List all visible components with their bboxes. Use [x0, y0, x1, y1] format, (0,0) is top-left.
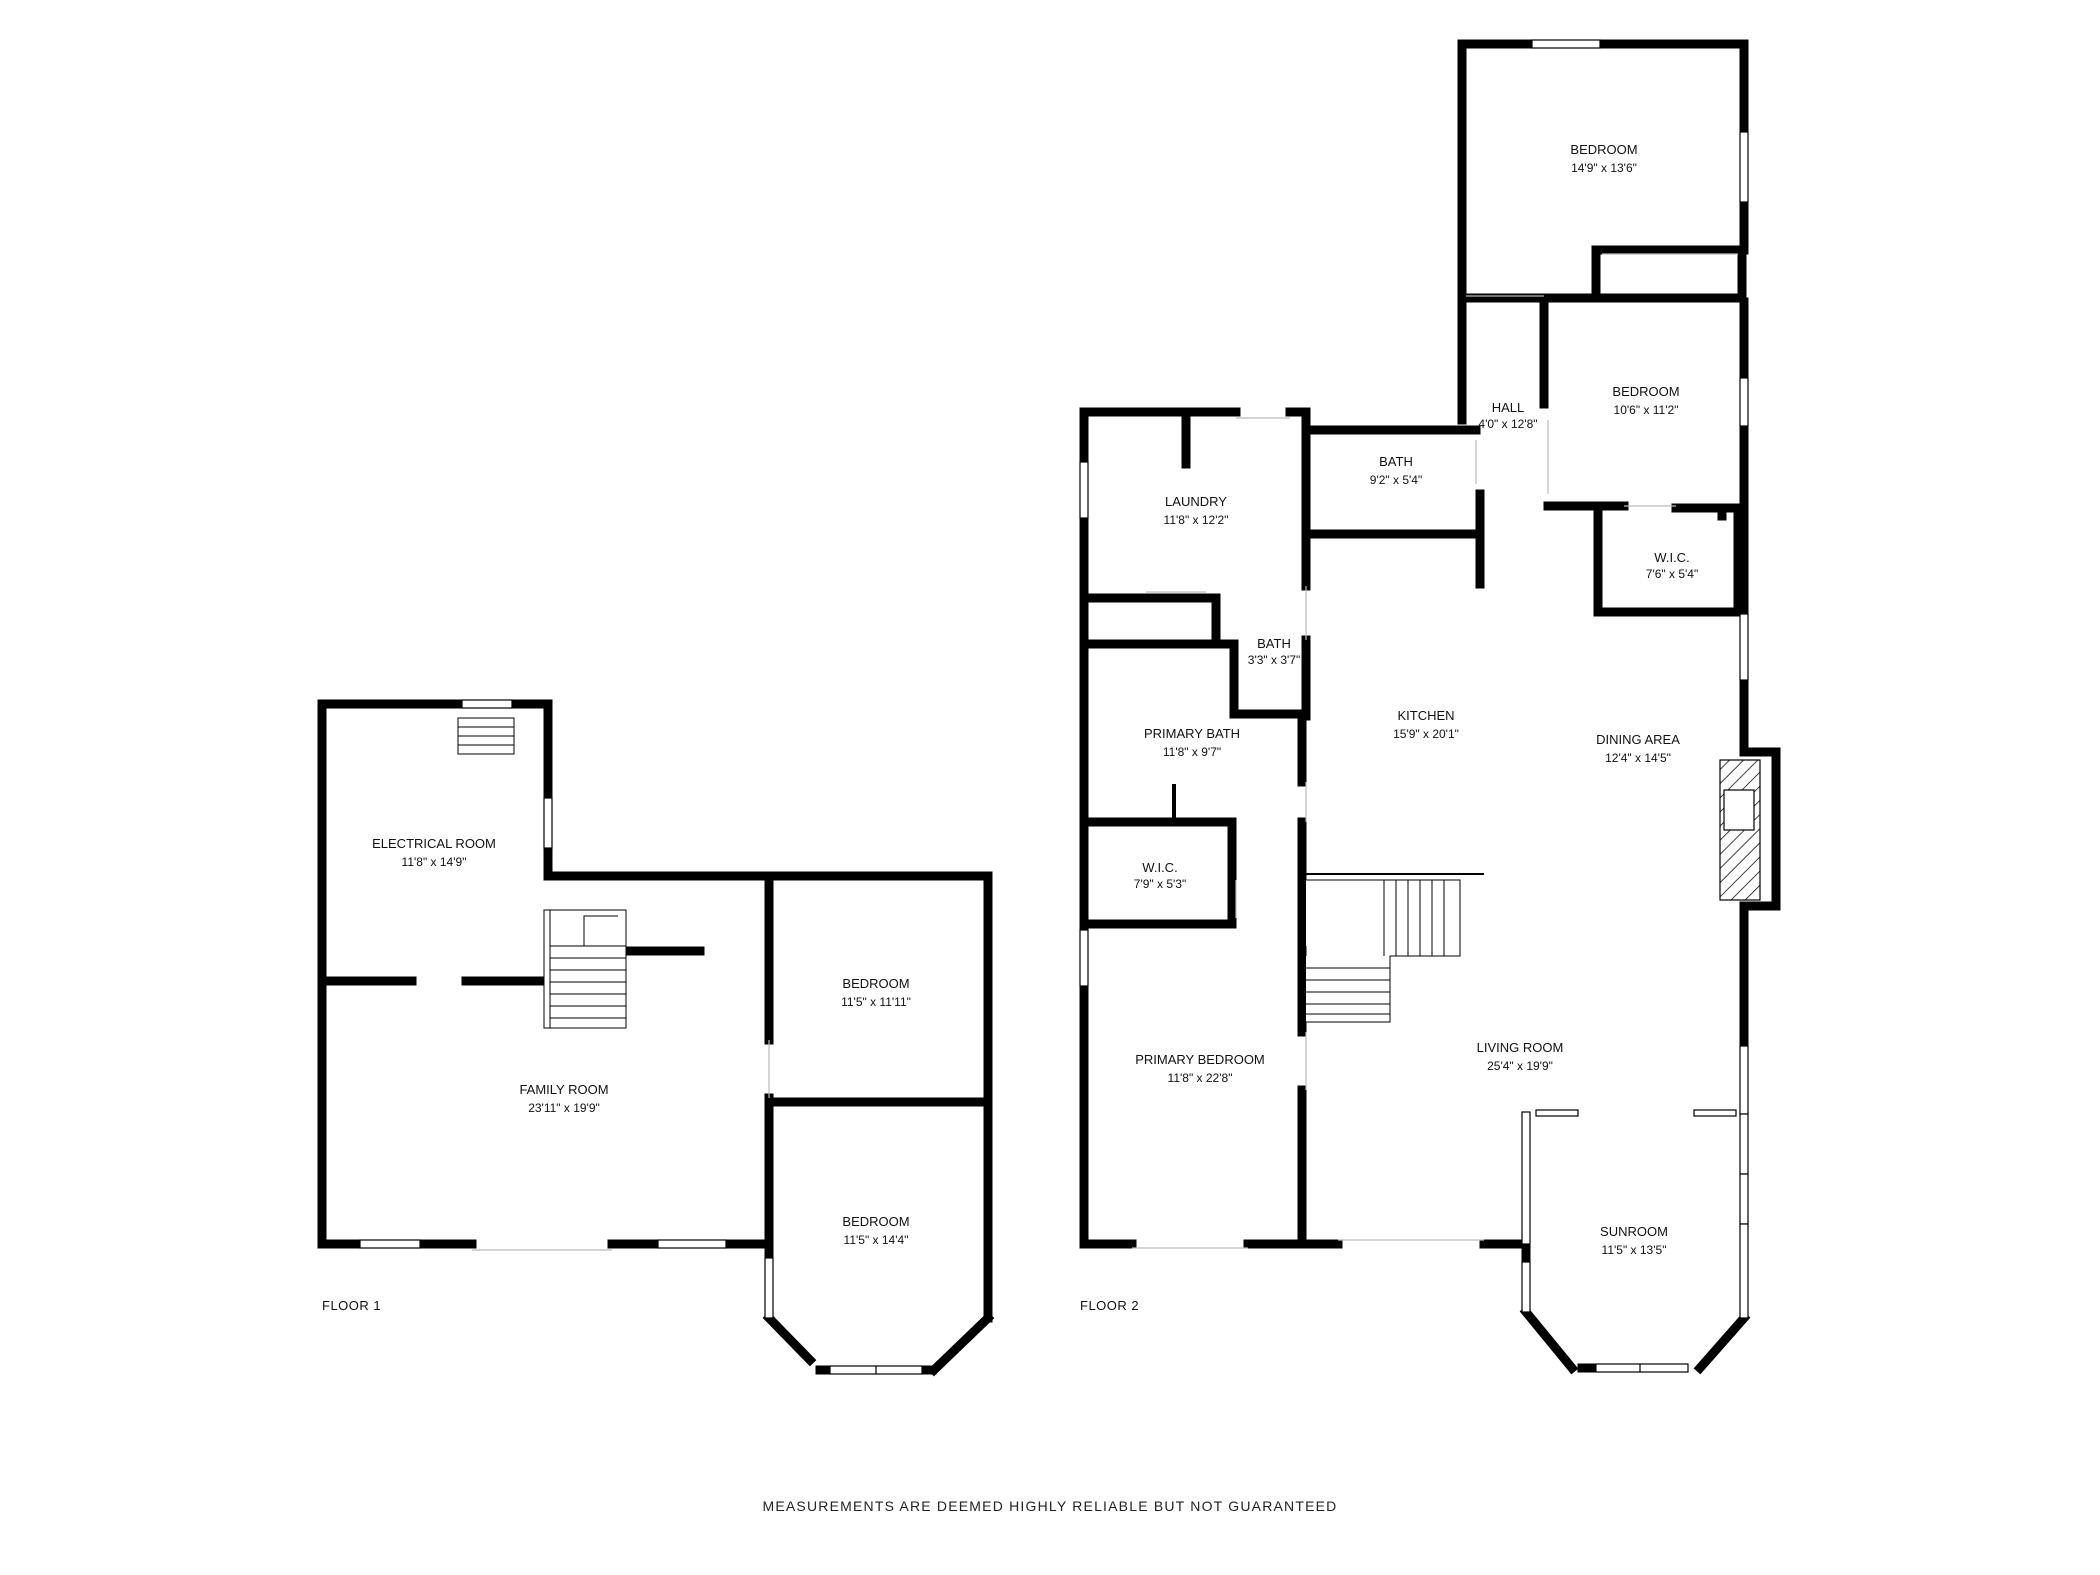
- dining-name: DINING AREA: [1596, 732, 1680, 747]
- primary-bath-dim: 11'8" x 9'7": [1163, 745, 1221, 759]
- floor-1-stairs: [457, 717, 627, 1029]
- living-dim: 25'4" x 19'9": [1487, 1059, 1553, 1073]
- bath-upper-name: BATH: [1379, 454, 1413, 469]
- bath-small-dim: 3'3" x 3'7": [1248, 653, 1300, 667]
- living-name: LIVING ROOM: [1477, 1040, 1564, 1055]
- primary-bed-name: PRIMARY BEDROOM: [1135, 1052, 1265, 1067]
- floor-2-walls: [1079, 39, 1781, 1375]
- floor-2-windows: [1079, 39, 1749, 1373]
- hall-dim: 4'0" x 12'8": [1478, 417, 1537, 431]
- family-room-name: FAMILY ROOM: [519, 1082, 608, 1097]
- bedroom-top-dim: 14'9" x 13'6": [1571, 161, 1637, 175]
- bedroom-b-name: BEDROOM: [842, 1214, 909, 1229]
- bedroom-mid-name: BEDROOM: [1612, 384, 1679, 399]
- wic-left-name: W.I.C.: [1142, 860, 1177, 875]
- bath-upper-dim: 9'2" x 5'4": [1370, 473, 1422, 487]
- kitchen-dim: 15'9" x 20'1": [1393, 727, 1459, 741]
- bedroom-a-name: BEDROOM: [842, 976, 909, 991]
- floor-1-room-labels: ELECTRICAL ROOM 11'8" x 14'9" FAMILY ROO…: [372, 836, 911, 1247]
- wic-left-dim: 7'9" x 5'3": [1134, 877, 1186, 891]
- sunroom-dim: 11'5" x 13'5": [1602, 1243, 1667, 1257]
- kitchen-name: KITCHEN: [1397, 708, 1454, 723]
- floor-2-label: FLOOR 2: [1080, 1298, 1139, 1313]
- electrical-room-name: ELECTRICAL ROOM: [372, 836, 496, 851]
- floor-1-label: FLOOR 1: [322, 1298, 381, 1313]
- family-room-dim: 23'11" x 19'9": [528, 1101, 600, 1115]
- fireplace-icon: [1719, 759, 1761, 901]
- primary-bath-name: PRIMARY BATH: [1144, 726, 1240, 741]
- bath-small-name: BATH: [1257, 636, 1291, 651]
- laundry-name: LAUNDRY: [1165, 494, 1227, 509]
- floor-2-plan: BEDROOM 14'9" x 13'6" BEDROOM 10'6" x 11…: [1079, 39, 1781, 1375]
- laundry-dim: 11'8" x 12'2": [1164, 513, 1229, 527]
- floor-2-stairs: [1305, 873, 1484, 1023]
- bedroom-b-dim: 11'5" x 14'4": [844, 1233, 909, 1247]
- sunroom-name: SUNROOM: [1600, 1224, 1668, 1239]
- disclaimer-text: MEASUREMENTS ARE DEEMED HIGHLY RELIABLE …: [762, 1498, 1338, 1514]
- primary-bed-dim: 11'8" x 22'8": [1168, 1071, 1233, 1085]
- electrical-room-dim: 11'8" x 14'9": [402, 855, 467, 869]
- dining-dim: 12'4" x 14'5": [1605, 751, 1671, 765]
- floor-2-room-labels: BEDROOM 14'9" x 13'6" BEDROOM 10'6" x 11…: [1134, 142, 1698, 1257]
- bedroom-top-name: BEDROOM: [1570, 142, 1637, 157]
- wic-right-dim: 7'6" x 5'4": [1646, 567, 1698, 581]
- bedroom-a-dim: 11'5" x 11'11": [841, 995, 911, 1009]
- floor-1-plan: ELECTRICAL ROOM 11'8" x 14'9" FAMILY ROO…: [317, 699, 995, 1377]
- wic-right-name: W.I.C.: [1654, 550, 1689, 565]
- bedroom-mid-dim: 10'6" x 11'2": [1614, 403, 1679, 417]
- floor-1-walls: [317, 699, 995, 1377]
- floor-2-openings: [1132, 253, 1738, 1249]
- floor-1-windows: [359, 699, 923, 1375]
- hall-name: HALL: [1492, 400, 1525, 415]
- floor-1-openings: [472, 1040, 770, 1251]
